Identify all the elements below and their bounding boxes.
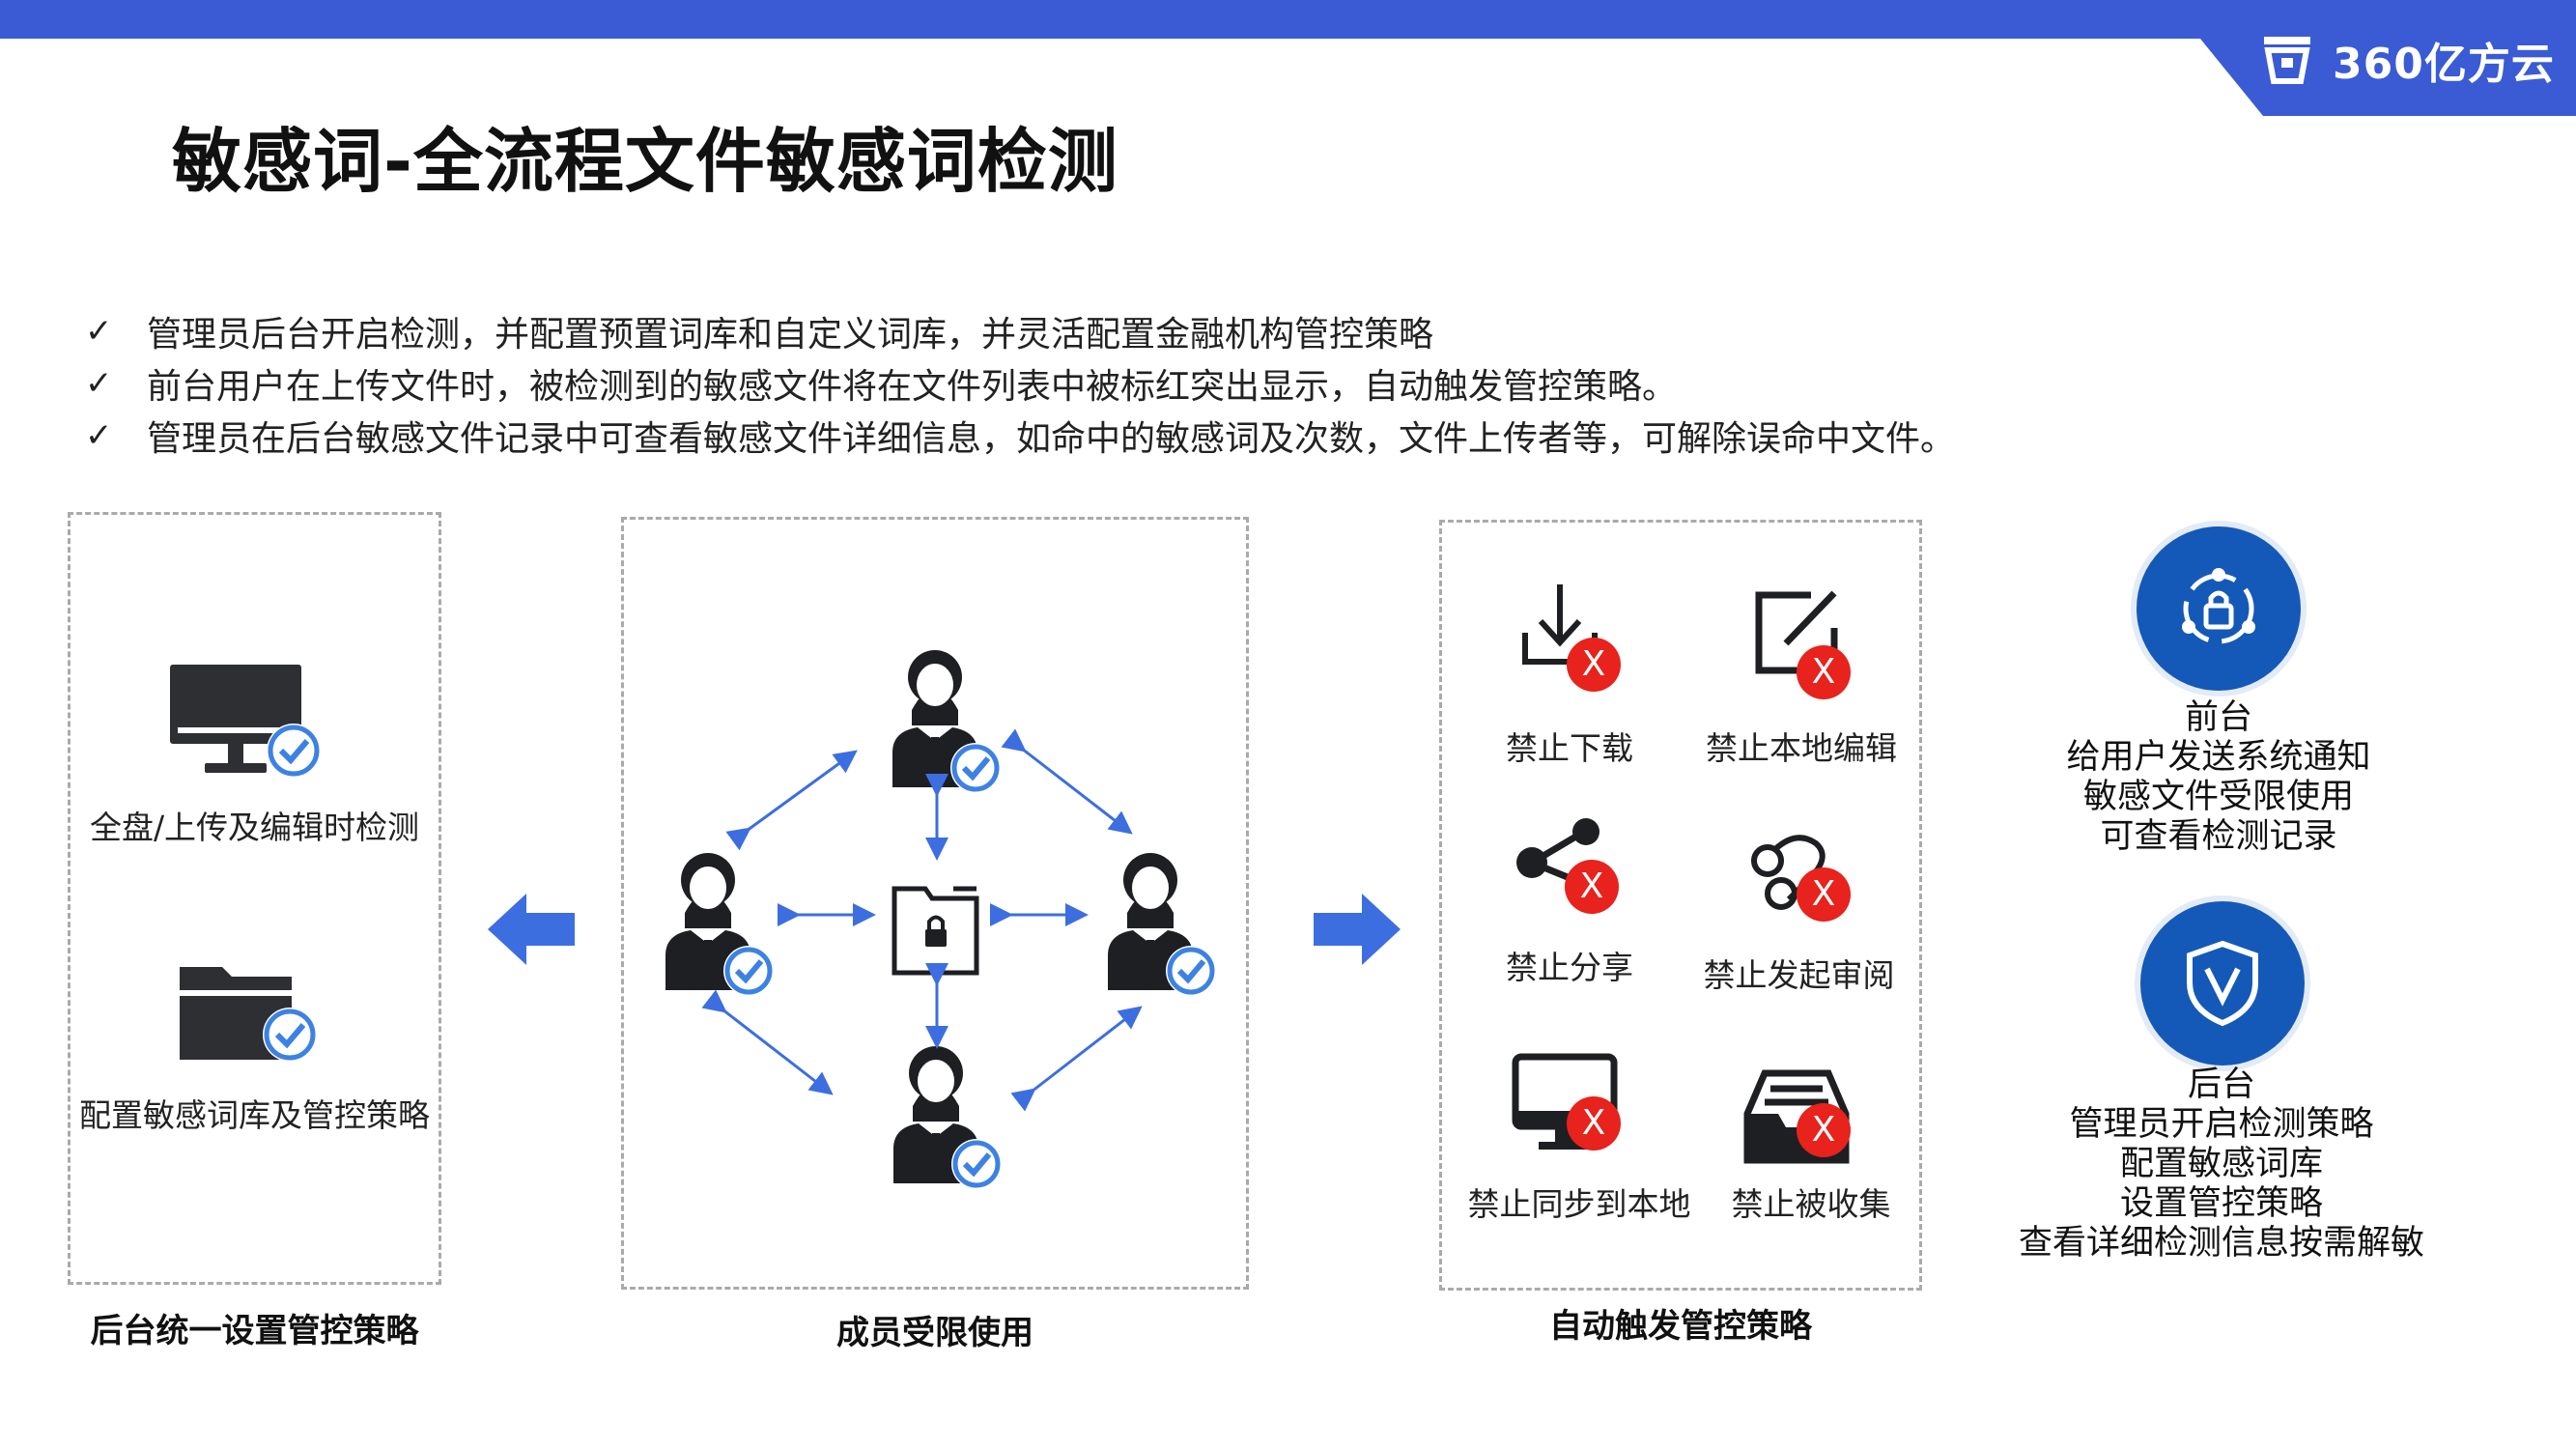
brand-logo-icon (2264, 37, 2310, 84)
brand-name: 360亿方云 (2333, 40, 2555, 89)
check-icon: ✓ (85, 416, 113, 455)
arrow-right-icon (1314, 894, 1401, 965)
bullet-item: ✓ 管理员在后台敏感文件记录中可查看敏感文件详细信息，如命中的敏感词及次数，文件上… (85, 410, 1955, 462)
front-description: 前台 给用户发送系统通知 敏感文件受限使用 可查看检测记录 (1987, 698, 2450, 857)
auto-policy-box (1439, 520, 1922, 1291)
bullet-item: ✓ 前台用户在上传文件时，被检测到的敏感文件将在文件列表中被标红突出显示，自动触发… (85, 357, 1955, 410)
policy-caption: 自动触发管控策略 (1549, 1307, 1812, 1346)
left-caption: 后台统一设置管控策略 (90, 1312, 419, 1350)
forbidden-icon: X (1567, 1096, 1621, 1151)
forbidden-icon: X (1567, 638, 1621, 692)
bullet-text: 管理员后台开启检测，并配置预置词库和自定义词库，并灵活配置金融机构管控策略 (147, 315, 1434, 355)
back-circle (2140, 901, 2305, 1065)
bullet-list: ✓ 管理员后台开启检测，并配置预置词库和自定义词库，并灵活配置金融机构管控策略 ✓… (85, 305, 1955, 462)
back-line: 配置敏感词库 (2119, 1145, 2323, 1183)
back-description: 后台 管理员开启检测策略 配置敏感词库 设置管控策略 查看详细检测信息按需解敏 (1990, 1065, 2453, 1264)
policy-label: 禁止本地编辑 (1706, 729, 1897, 767)
front-line: 敏感文件受限使用 (2082, 778, 2354, 816)
folder-check-icon (180, 967, 317, 1062)
bullet-text: 前台用户在上传文件时，被检测到的敏感文件将在文件列表中被标红突出显示，自动触发管… (147, 367, 1678, 407)
admin-settings-box (68, 512, 441, 1285)
monitor-check-icon (170, 665, 321, 778)
forbidden-icon: X (1797, 1103, 1851, 1157)
forbidden-icon: X (1797, 867, 1851, 922)
front-circle (2137, 526, 2301, 691)
back-title: 后台 (2187, 1065, 2255, 1104)
page-title: 敏感词-全流程文件敏感词检测 (172, 121, 1118, 202)
arrow-left-icon (488, 894, 575, 965)
shield-v-icon (2187, 940, 2258, 1027)
lock-share-icon (2182, 568, 2255, 644)
back-line: 管理员开启检测策略 (2069, 1105, 2374, 1144)
front-title: 前台 (2184, 698, 2252, 737)
forbidden-icon: X (1565, 860, 1619, 914)
policy-label: 禁止发起审阅 (1703, 956, 1895, 994)
top-accent-bar (0, 0, 2576, 39)
share-icon (1516, 818, 1599, 888)
check-icon: ✓ (85, 364, 113, 403)
policy-label: 禁止分享 (1506, 949, 1633, 986)
front-line: 给用户发送系统通知 (2066, 738, 2371, 777)
front-line: 可查看检测记录 (2100, 817, 2337, 856)
left-item-label: 配置敏感词库及管控策略 (79, 1096, 430, 1134)
member-usage-box (621, 517, 1249, 1290)
bullet-text: 管理员在后台敏感文件记录中可查看敏感文件详细信息，如命中的敏感词及次数，文件上传… (147, 419, 1956, 459)
check-icon: ✓ (85, 312, 113, 351)
back-line: 查看详细检测信息按需解敏 (2018, 1224, 2424, 1263)
bullet-item: ✓ 管理员后台开启检测，并配置预置词库和自定义词库，并灵活配置金融机构管控策略 (85, 305, 1955, 357)
back-line: 设置管控策略 (2119, 1184, 2323, 1223)
policy-label: 禁止下载 (1506, 729, 1633, 767)
policy-label: 禁止被收集 (1731, 1185, 1891, 1223)
left-item-label: 全盘/上传及编辑时检测 (89, 809, 420, 846)
forbidden-icon: X (1797, 645, 1851, 699)
member-network-diagram (621, 517, 1249, 1290)
policy-label: 禁止同步到本地 (1467, 1185, 1691, 1223)
middle-caption: 成员受限使用 (836, 1314, 1033, 1352)
brand-tab (2200, 0, 2576, 116)
